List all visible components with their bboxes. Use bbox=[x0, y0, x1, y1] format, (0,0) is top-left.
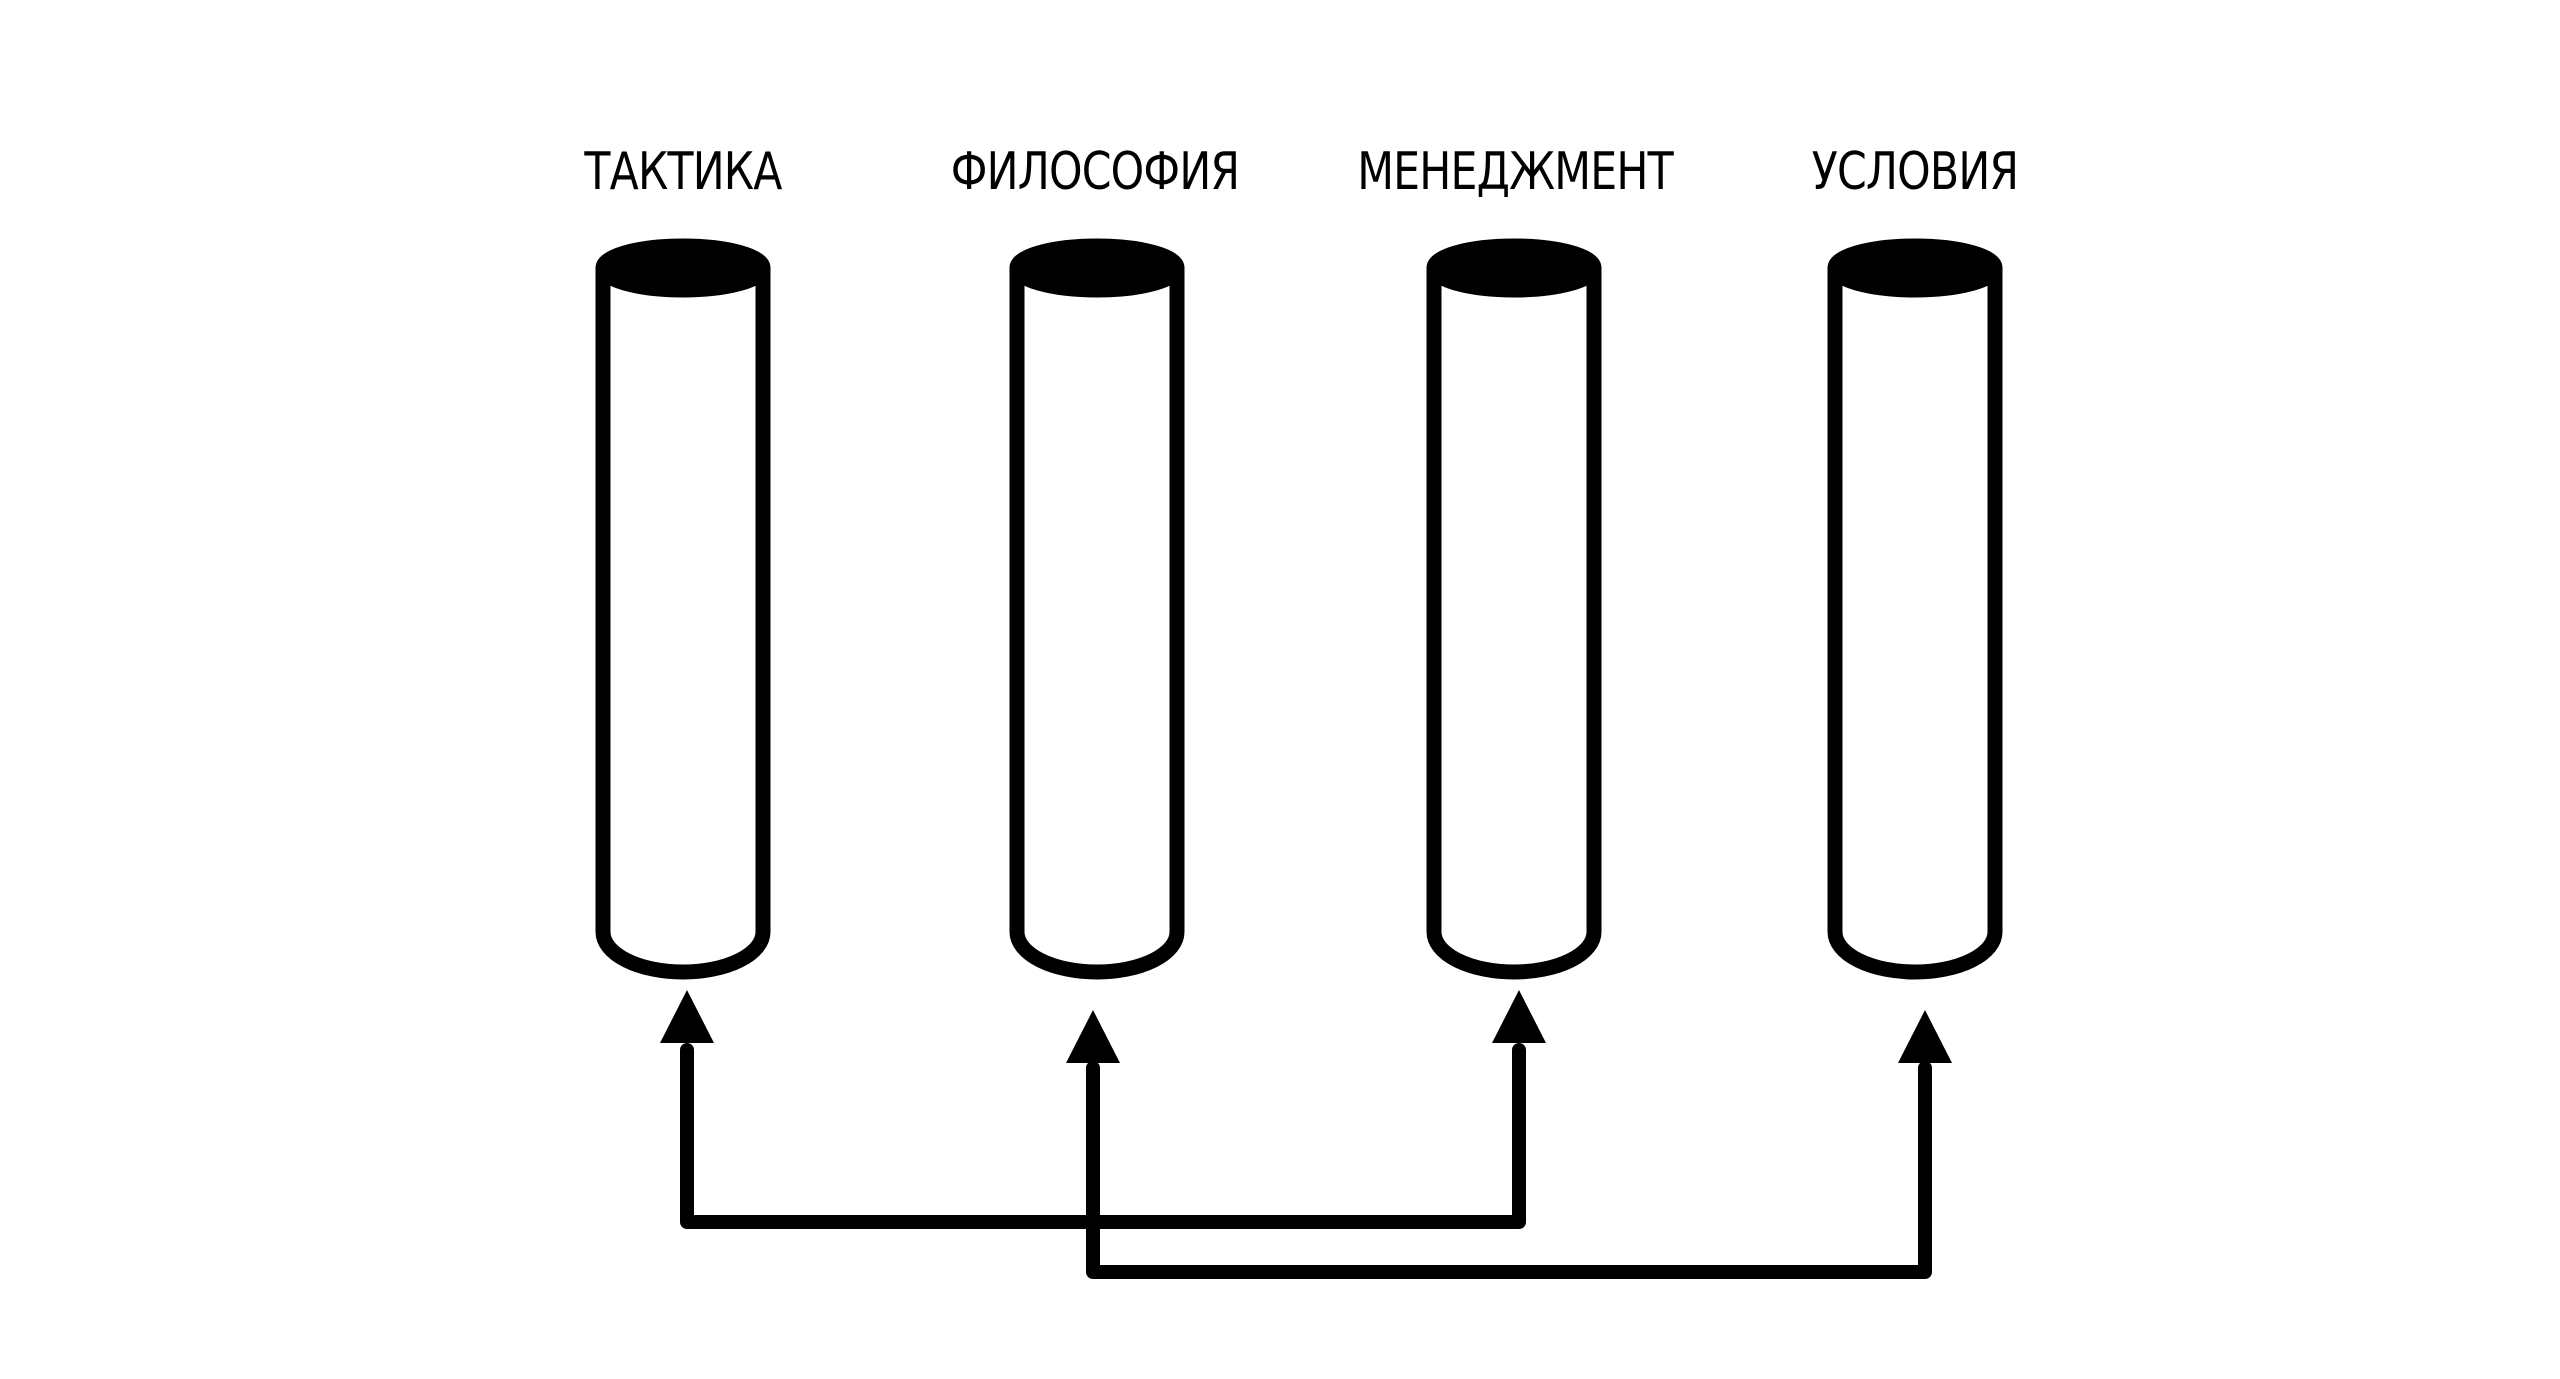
arrowhead-up bbox=[1492, 990, 1546, 1043]
pillar-philosophy bbox=[1009, 238, 1185, 980]
arrowhead-up bbox=[1898, 1010, 1952, 1063]
arrowhead-up bbox=[660, 990, 714, 1043]
pillar-conditions bbox=[1827, 238, 2003, 980]
arrowhead-up bbox=[1066, 1010, 1120, 1063]
pillar-top-cap bbox=[1827, 238, 2003, 298]
pillar-label-tactics: ТАКТИКА bbox=[584, 142, 782, 202]
connector-philosophy-conditions bbox=[1066, 1010, 1952, 1279]
pillar-tactics bbox=[595, 238, 771, 980]
pillar-management bbox=[1426, 238, 1602, 980]
pillar-label-conditions: УСЛОВИЯ bbox=[1811, 142, 2019, 202]
pillar-body bbox=[1426, 268, 1602, 980]
pillar-label-philosophy: ФИЛОСОФИЯ bbox=[950, 142, 1240, 202]
pillar-top-cap bbox=[1009, 238, 1185, 298]
connector-tactics-management bbox=[660, 990, 1546, 1229]
pillar-body bbox=[1827, 268, 2003, 980]
pillar-body bbox=[595, 268, 771, 980]
connector-line bbox=[1086, 1061, 1932, 1279]
connector-line bbox=[680, 1043, 1526, 1229]
pillar-body bbox=[1009, 268, 1185, 980]
pillar-top-cap bbox=[1426, 238, 1602, 298]
pillar-top-cap bbox=[595, 238, 771, 298]
pillar-label-management: МЕНЕДЖМЕНТ bbox=[1357, 142, 1673, 202]
